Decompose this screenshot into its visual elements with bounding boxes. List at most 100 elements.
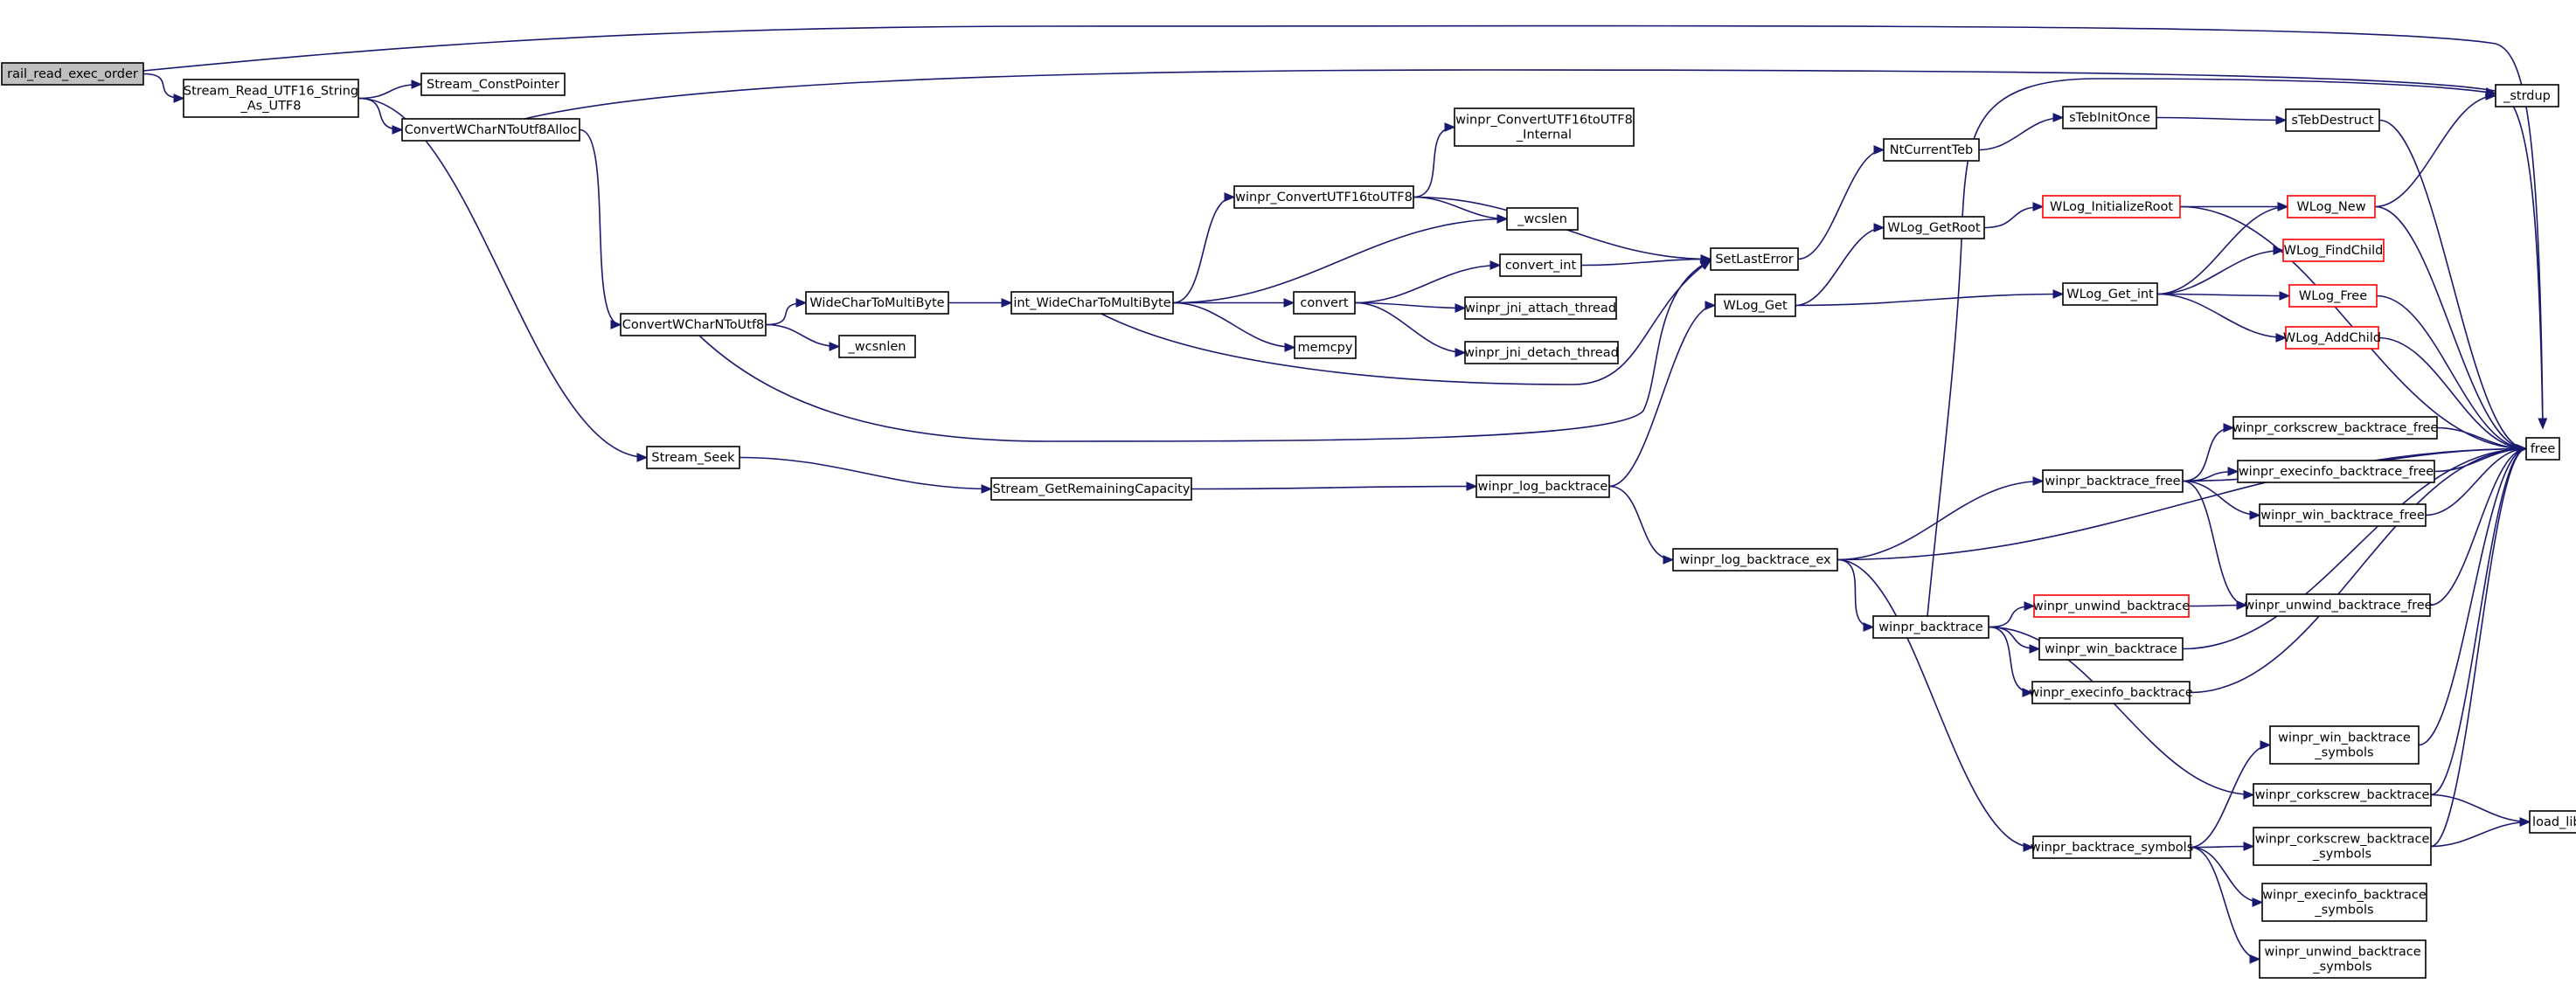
node-Stream_ConstPointer[interactable]: Stream_ConstPointer [420, 73, 566, 96]
node-winpr_ConvertUTF16toUTF8[interactable]: winpr_ConvertUTF16toUTF8 [1233, 185, 1414, 209]
node-rail_read_exec_order[interactable]: rail_read_exec_order [1, 62, 144, 86]
arrowhead [173, 94, 185, 103]
arrowhead [2022, 688, 2034, 697]
node-convert[interactable]: convert [1293, 291, 1356, 315]
node-WideCharToMultiByte[interactable]: WideCharToMultiByte [805, 291, 949, 315]
node-label: winpr_backtrace_symbols [2031, 841, 2194, 855]
edge-sTebDestruct-to-free [2378, 119, 2528, 454]
node-WLog_New[interactable]: WLog_New [2287, 195, 2376, 218]
node-winpr_unwind_backtrace_symbols[interactable]: winpr_unwind_backtrace_symbols [2259, 939, 2427, 979]
node-box [2253, 783, 2432, 807]
edge-winpr_unwind_backtrace-to-winpr_unwind_backtrace_free [2188, 600, 2248, 610]
arrowhead [2052, 113, 2065, 122]
arrowhead [2275, 333, 2288, 343]
edge-ConvertWCharNToUtf8-to-WideCharToMultiByte [765, 298, 808, 326]
edge-convert-to-winpr_jni_detach_thread [1354, 301, 1467, 357]
node-_strdup[interactable]: _strdup [2495, 84, 2559, 107]
node-SetLastError[interactable]: SetLastError [1710, 247, 1799, 271]
node-WLog_FindChild[interactable]: WLog_FindChild [2282, 239, 2385, 262]
edge-convert_int-to-SetLastError [1580, 254, 1712, 267]
edge-int_WideCharToMultiByte-to-convert [1172, 298, 1295, 308]
edge-rail_read_exec_order-to-Stream_Read_UTF16_String_As_UTF8 [142, 73, 185, 103]
node-WLog_Get[interactable]: WLog_Get [1714, 294, 1796, 317]
node-label: winpr_log_backtrace [1478, 480, 1608, 494]
edge-winpr_backtrace_free-to-winpr_unwind_backtrace_free [2182, 480, 2248, 610]
node-box [401, 118, 580, 142]
arrowhead [2275, 115, 2288, 125]
node-Stream_Read_UTF16_String_As_UTF8[interactable]: Stream_Read_UTF16_String_As_UTF8 [183, 79, 359, 118]
node-memcpy[interactable]: memcpy [1294, 336, 1357, 359]
node-NtCurrentTeb[interactable]: NtCurrentTeb [1883, 138, 1980, 162]
arrowhead [2052, 289, 2065, 299]
node-ConvertWCharNToUtf8Alloc[interactable]: ConvertWCharNToUtf8Alloc [401, 118, 580, 142]
node-label: winpr_unwind_backtrace [2033, 599, 2190, 613]
node-Stream_Seek[interactable]: Stream_Seek [646, 446, 740, 469]
node-box [1672, 548, 1838, 572]
node-winpr_log_backtrace[interactable]: winpr_log_backtrace [1475, 475, 1610, 498]
node-winpr_backtrace_free[interactable]: winpr_backtrace_free [2042, 469, 2184, 493]
node-box [838, 335, 916, 358]
node-label: winpr_ConvertUTF16toUTF8 [1235, 191, 1413, 204]
node-sTebInitOnce[interactable]: sTebInitOnce [2062, 106, 2157, 129]
node-int_WideCharToMultiByte[interactable]: int_WideCharToMultiByte [1010, 291, 1174, 315]
node-WLog_AddChild[interactable]: WLog_AddChild [2283, 326, 2381, 350]
node-box [2253, 827, 2432, 866]
edge-int_WideCharToMultiByte-to-SetLastError [1101, 260, 1712, 385]
node-WLog_Free[interactable]: WLog_Free [2288, 284, 2378, 308]
node-winpr_jni_attach_thread[interactable]: winpr_jni_attach_thread [1464, 296, 1617, 320]
node-box [2062, 282, 2158, 306]
arrowhead [636, 453, 649, 462]
node-winpr_unwind_backtrace[interactable]: winpr_unwind_backtrace [2033, 594, 2190, 618]
node-free[interactable]: free [2525, 437, 2560, 461]
node-label: NtCurrentTeb [1890, 143, 1974, 157]
node-winpr_win_backtrace_symbols[interactable]: winpr_win_backtrace_symbols [2269, 725, 2420, 765]
node-winpr_log_backtrace_ex[interactable]: winpr_log_backtrace_ex [1672, 548, 1838, 572]
node-winpr_win_backtrace[interactable]: winpr_win_backtrace [2038, 637, 2184, 661]
arrowhead [2484, 87, 2497, 97]
edge-WLog_GetRoot-to-WLog_InitializeRoot [1983, 202, 2045, 229]
node-label: winpr_execinfo_backtrace_free [2239, 465, 2434, 479]
node-box [2288, 284, 2378, 308]
node-WLog_InitializeRoot[interactable]: WLog_InitializeRoot [2042, 195, 2181, 218]
node-winpr_execinfo_backtrace[interactable]: winpr_execinfo_backtrace [2029, 681, 2193, 704]
arrowhead [1283, 298, 1295, 308]
node-sTebDestruct[interactable]: sTebDestruct [2285, 108, 2380, 132]
node-winpr_execinfo_backtrace_free[interactable]: winpr_execinfo_backtrace_free [2237, 460, 2435, 483]
node-WLog_Get_int[interactable]: WLog_Get_int [2062, 282, 2158, 306]
node-WLog_GetRoot[interactable]: WLog_GetRoot [1883, 216, 1985, 239]
node-winpr_corkscrew_backtrace[interactable]: winpr_corkscrew_backtrace [2253, 783, 2432, 807]
node-load_library[interactable]: load_library [2529, 810, 2576, 834]
node-label: winpr_corkscrew_backtrace [2255, 833, 2430, 847]
arrowhead [2260, 740, 2272, 750]
arrowhead [1455, 348, 1467, 357]
node-winpr_jni_detach_thread[interactable]: winpr_jni_detach_thread [1464, 341, 1619, 364]
edge-Stream_Read_UTF16_String_As_UTF8-to-Stream_ConstPointer [358, 80, 423, 100]
node-_wcslen[interactable]: _wcslen [1506, 207, 1579, 231]
edge-winpr_backtrace_symbols-to-winpr_win_backtrace_symbols [2190, 740, 2272, 849]
node-winpr_backtrace_symbols[interactable]: winpr_backtrace_symbols [2031, 835, 2194, 859]
edge-WLog_Get_int-to-WLog_New [2156, 202, 2289, 295]
arrowhead [2032, 476, 2045, 486]
node-winpr_corkscrew_backtrace_free[interactable]: winpr_corkscrew_backtrace_free [2232, 416, 2439, 440]
node-label: winpr_ConvertUTF16toUTF8 [1455, 114, 1633, 128]
node-winpr_backtrace[interactable]: winpr_backtrace [1872, 615, 1989, 639]
node-box [805, 291, 949, 315]
node-_wcsnlen[interactable]: _wcsnlen [838, 335, 916, 358]
arrowhead [1466, 482, 1478, 491]
node-winpr_win_backtrace_free[interactable]: winpr_win_backtrace_free [2259, 503, 2427, 527]
node-winpr_corkscrew_backtrace_symbols[interactable]: winpr_corkscrew_backtrace_symbols [2253, 827, 2432, 866]
node-box [1872, 615, 1989, 639]
edge-WLog_Get-to-WLog_Get_int [1795, 289, 2065, 307]
node-box [620, 313, 767, 336]
node-Stream_GetRemainingCapacity[interactable]: Stream_GetRemainingCapacity [990, 477, 1192, 501]
node-box [2042, 195, 2181, 218]
node-box [2038, 637, 2184, 661]
node-ConvertWCharNToUtf8[interactable]: ConvertWCharNToUtf8 [620, 313, 767, 336]
node-winpr_ConvertUTF16toUTF8_Internal[interactable]: winpr_ConvertUTF16toUTF8_Internal [1454, 107, 1635, 147]
node-winpr_unwind_backtrace_free[interactable]: winpr_unwind_backtrace_free [2244, 593, 2433, 617]
node-label: Stream_GetRemainingCapacity [993, 482, 1191, 496]
node-convert_int[interactable]: convert_int [1499, 253, 1582, 277]
node-winpr_execinfo_backtrace_symbols[interactable]: winpr_execinfo_backtrace_symbols [2261, 883, 2427, 922]
node-box [1710, 247, 1799, 271]
